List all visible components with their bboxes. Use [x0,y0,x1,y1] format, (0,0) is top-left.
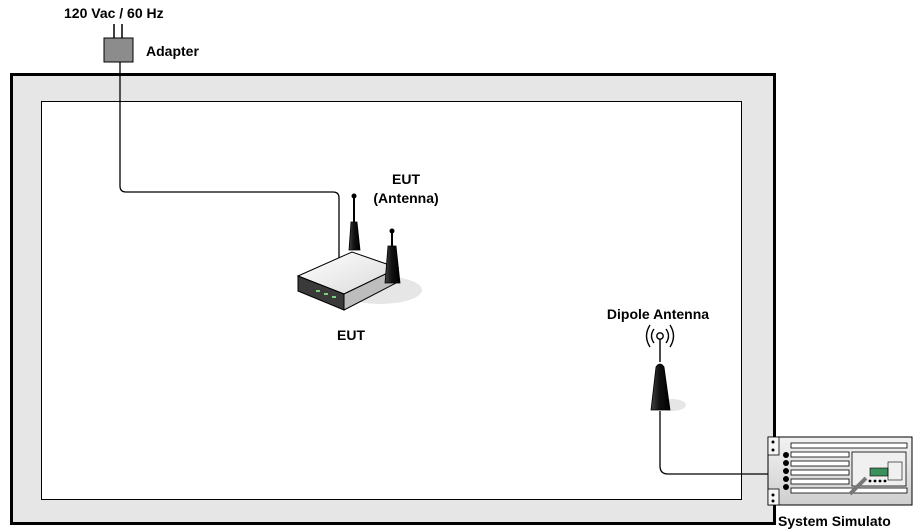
power-cable [119,61,340,262]
power-source-label: 120 Vac / 60 Hz [64,5,164,21]
dipole-antenna-label: Dipole Antenna [607,306,709,322]
adapter-label: Adapter [146,43,199,59]
eut-antenna-label-line1: EUT [392,171,420,187]
rf-cable [659,411,790,475]
radio-waves-icon [645,324,675,362]
eut-label: EUT [337,327,365,343]
eut-antenna-label-line2: (Antenna) [373,190,438,206]
power-adapter-icon [103,24,134,63]
dipole-antenna-icon [650,363,686,411]
wireless-router-icon [296,193,422,311]
rack-equipment-icon [767,436,913,506]
system-simulator-label: System Simulato [778,513,891,529]
